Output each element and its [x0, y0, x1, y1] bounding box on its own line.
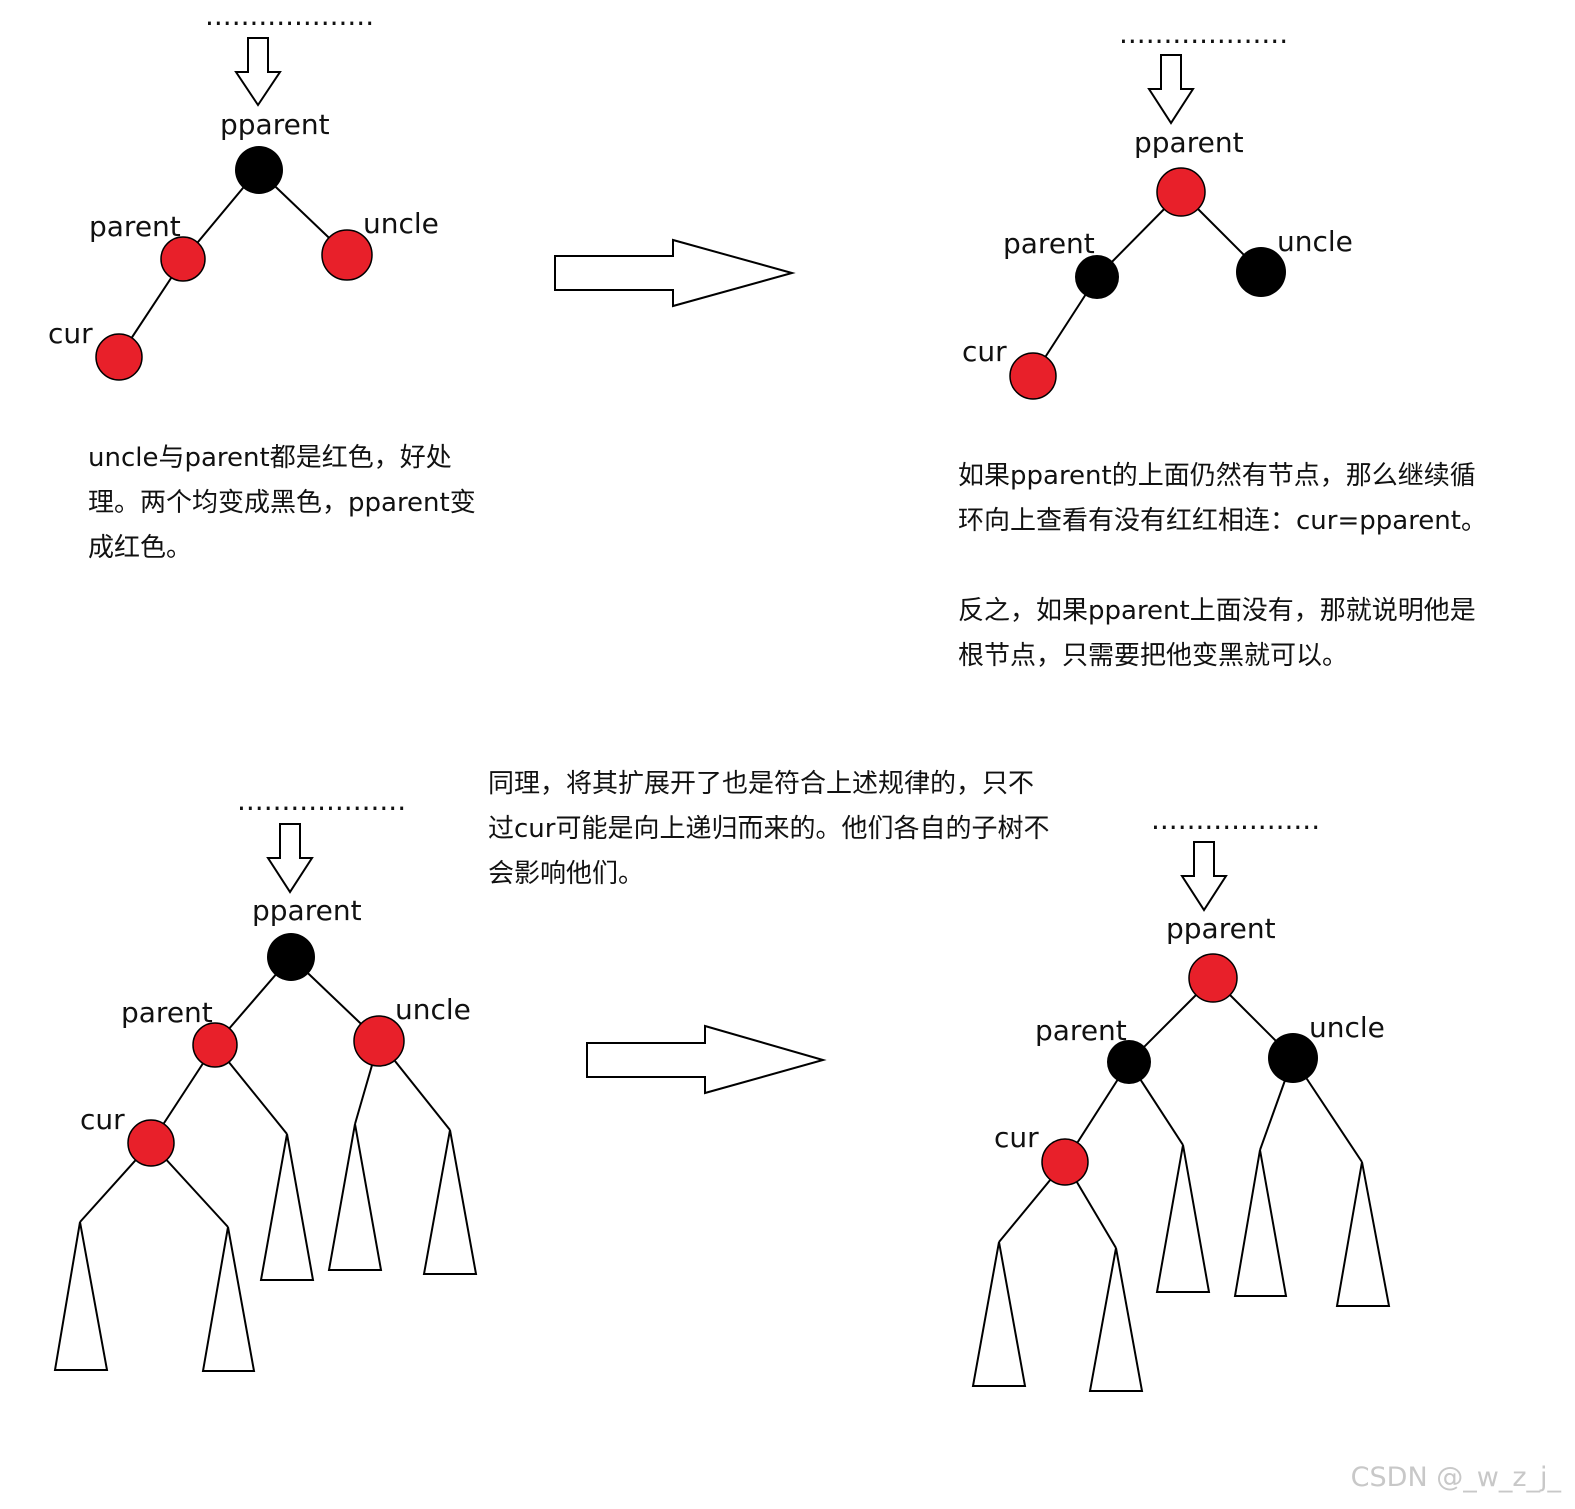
cur-label: cur — [962, 335, 1007, 368]
tree-top-left-before: ................... pparent parent uncle… — [48, 0, 439, 381]
parent-label: parent — [1035, 1014, 1127, 1047]
down-arrow-icon — [1147, 54, 1195, 125]
pparent-label: pparent — [252, 894, 362, 927]
note-text-line2: 反之，如果pparent上面没有，那就说明他是根节点，只需要把他变黑就可以。 — [958, 596, 1476, 671]
ellipsis-dots: ................... — [205, 0, 374, 32]
note-spacer — [958, 544, 1498, 589]
note-continue-loop: 如果pparent的上面仍然有节点，那么继续循环向上查看有没有红红相连：cur=… — [958, 454, 1498, 679]
cur-label: cur — [994, 1121, 1039, 1154]
ellipsis-dots: ................... — [237, 784, 406, 817]
subtree-triangle — [53, 1221, 109, 1371]
uncle-node-red — [321, 229, 373, 281]
watermark: CSDN @_w_z_j_ — [1350, 1462, 1561, 1493]
pparent-node-red — [1156, 167, 1206, 217]
note-text: 同理，将其扩展开了也是符合上述规律的，只不过cur可能是向上递归而来的。他们各自… — [488, 769, 1050, 889]
subtree-triangle — [422, 1129, 478, 1275]
pparent-label: pparent — [220, 108, 330, 141]
subtree-triangle — [1088, 1247, 1144, 1392]
tree-top-right-after: ................... pparent parent uncle… — [962, 17, 1353, 400]
subtree-triangle — [1335, 1161, 1391, 1307]
pparent-node-red — [1188, 953, 1238, 1003]
parent-label: parent — [1003, 227, 1095, 260]
down-arrow-icon — [234, 37, 282, 107]
tree-bottom-right-after: ................... pparent parent uncle… — [971, 803, 1391, 1392]
note-extended-case: 同理，将其扩展开了也是符合上述规律的，只不过cur可能是向上递归而来的。他们各自… — [488, 762, 1058, 897]
parent-node-red — [192, 1022, 238, 1068]
parent-label: parent — [121, 996, 213, 1029]
ellipsis-dots: ................... — [1151, 803, 1320, 836]
note-uncle-parent-red: uncle与parent都是红色，好处理。两个均变成黑色，pparent变成红色… — [88, 436, 488, 571]
uncle-label: uncle — [1309, 1011, 1385, 1044]
note-text-line1: 如果pparent的上面仍然有节点，那么继续循环向上查看有没有红红相连：cur=… — [958, 461, 1487, 536]
parent-node-red — [160, 236, 206, 282]
down-arrow-icon — [266, 823, 314, 894]
parent-label: parent — [89, 210, 181, 243]
subtree-triangle — [1155, 1144, 1211, 1293]
uncle-label: uncle — [395, 993, 471, 1026]
parent-node-black — [1075, 255, 1119, 299]
pparent-node-black — [267, 933, 315, 981]
cur-label: cur — [48, 317, 93, 350]
transform-arrow-icon — [586, 1024, 827, 1095]
ellipsis-dots: ................... — [1119, 17, 1288, 50]
transform-arrow-icon — [554, 238, 796, 308]
cur-node-red — [1041, 1138, 1089, 1186]
subtree-triangle — [259, 1133, 315, 1281]
subtree-triangle — [327, 1123, 383, 1271]
down-arrow-icon — [1180, 841, 1228, 912]
uncle-node-black — [1236, 247, 1286, 297]
cur-node-red — [127, 1119, 175, 1167]
pparent-label: pparent — [1166, 912, 1276, 945]
uncle-node-black — [1268, 1033, 1318, 1083]
uncle-label: uncle — [1277, 225, 1353, 258]
tree-bottom-left-before: ................... pparent parent uncle… — [53, 784, 478, 1372]
parent-node-black — [1107, 1040, 1151, 1084]
pparent-label: pparent — [1134, 126, 1244, 159]
uncle-node-red — [353, 1015, 405, 1067]
uncle-label: uncle — [363, 207, 439, 240]
cur-node-red — [1009, 352, 1057, 400]
subtree-triangle — [971, 1241, 1027, 1387]
subtree-triangle — [201, 1226, 256, 1372]
note-text: uncle与parent都是红色，好处理。两个均变成黑色，pparent变成红色… — [88, 443, 476, 563]
cur-label: cur — [80, 1103, 125, 1136]
cur-node-red — [95, 333, 143, 381]
subtree-triangle — [1233, 1149, 1288, 1297]
pparent-node-black — [235, 146, 283, 194]
